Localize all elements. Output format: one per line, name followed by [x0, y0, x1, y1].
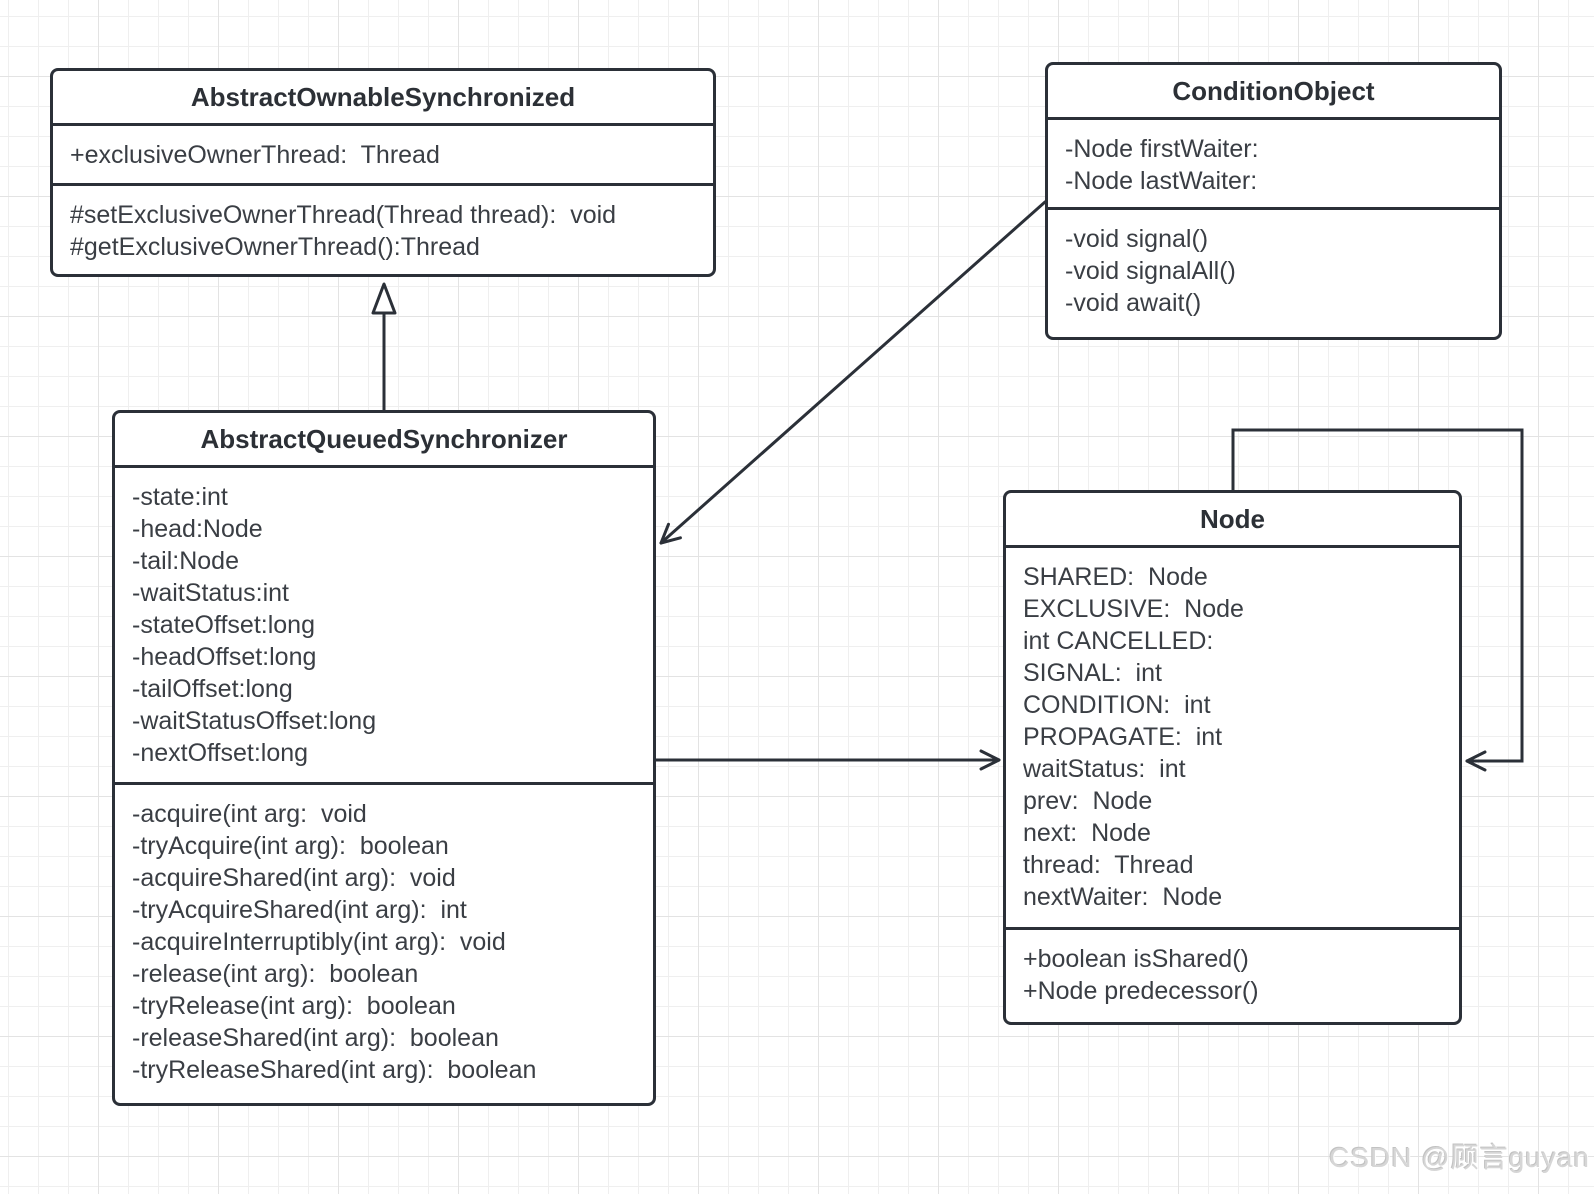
- field-line: waitStatus: int: [1023, 755, 1186, 783]
- field-line: -Node lastWaiter:: [1065, 167, 1258, 195]
- field-line: -head:Node: [132, 515, 263, 543]
- methods-compartment: #setExclusiveOwnerThread(Thread thread):…: [53, 186, 713, 274]
- association-arrow-condition-object-to-aqs: [659, 200, 1047, 545]
- method-line: +Node predecessor(): [1023, 977, 1259, 1005]
- field-line: EXCLUSIVE: Node: [1023, 595, 1244, 623]
- fields-compartment: -Node firstWaiter: -Node lastWaiter:: [1048, 120, 1499, 210]
- field-line: -waitStatusOffset:long: [132, 707, 377, 735]
- class-box-abstract-queued-synchronizer: AbstractQueuedSynchronizer -state:int -h…: [112, 410, 656, 1106]
- class-title: AbstractOwnableSynchronized: [53, 71, 713, 126]
- field-line: SHARED: Node: [1023, 563, 1208, 591]
- fields-compartment: SHARED: Node EXCLUSIVE: Node int CANCELL…: [1006, 548, 1459, 930]
- method-line: -releaseShared(int arg): boolean: [132, 1024, 499, 1052]
- method-line: -tryRelease(int arg): boolean: [132, 992, 456, 1020]
- field-line: -state:int: [132, 483, 228, 511]
- field-line: int CANCELLED:: [1023, 627, 1214, 655]
- field-line: PROPAGATE: int: [1023, 723, 1223, 751]
- method-line: -tryAcquireShared(int arg): int: [132, 896, 467, 924]
- method-line: -acquire(int arg: void: [132, 800, 367, 828]
- method-line: -void signalAll(): [1065, 257, 1236, 285]
- fields-compartment: -state:int -head:Node -tail:Node -waitSt…: [115, 468, 653, 785]
- field-line: -nextOffset:long: [132, 739, 309, 767]
- fields-compartment: +exclusiveOwnerThread: Thread: [53, 126, 713, 186]
- generalization-arrow-aqs-to-abstract-ownable: [371, 282, 397, 411]
- field-line: CONDITION: int: [1023, 691, 1211, 719]
- methods-compartment: +boolean isShared() +Node predecessor(): [1006, 930, 1459, 1022]
- methods-compartment: -acquire(int arg: void -tryAcquire(int a…: [115, 785, 653, 1103]
- method-line: #setExclusiveOwnerThread(Thread thread):…: [70, 201, 617, 229]
- methods-compartment: -void signal() -void signalAll() -void a…: [1048, 210, 1499, 337]
- field-line: -stateOffset:long: [132, 611, 315, 639]
- field-line: SIGNAL: int: [1023, 659, 1162, 687]
- class-box-node: Node SHARED: Node EXCLUSIVE: Node int CA…: [1003, 490, 1462, 1025]
- method-line: -tryReleaseShared(int arg): boolean: [132, 1056, 537, 1084]
- method-line: -tryAcquire(int arg): boolean: [132, 832, 449, 860]
- field-line: thread: Thread: [1023, 851, 1194, 879]
- field-line: -tailOffset:long: [132, 675, 293, 703]
- method-line: #getExclusiveOwnerThread():Thread: [70, 233, 480, 261]
- method-line: -acquireShared(int arg): void: [132, 864, 456, 892]
- field-line: -Node firstWaiter:: [1065, 135, 1259, 163]
- class-title: Node: [1006, 493, 1459, 548]
- field-line: nextWaiter: Node: [1023, 883, 1223, 911]
- method-line: -void signal(): [1065, 225, 1209, 253]
- method-line: -void await(): [1065, 289, 1202, 317]
- field-line: +exclusiveOwnerThread: Thread: [70, 141, 440, 169]
- class-title: ConditionObject: [1048, 65, 1499, 120]
- class-box-abstract-ownable-synchronized: AbstractOwnableSynchronized +exclusiveOw…: [50, 68, 716, 277]
- field-line: -tail:Node: [132, 547, 239, 575]
- class-title: AbstractQueuedSynchronizer: [115, 413, 653, 468]
- method-line: +boolean isShared(): [1023, 945, 1249, 973]
- method-line: -acquireInterruptibly(int arg): void: [132, 928, 506, 956]
- method-line: -release(int arg): boolean: [132, 960, 419, 988]
- field-line: -waitStatus:int: [132, 579, 290, 607]
- field-line: next: Node: [1023, 819, 1151, 847]
- field-line: -headOffset:long: [132, 643, 317, 671]
- watermark-text: CSDN @顾言guyan: [1329, 1142, 1590, 1173]
- field-line: prev: Node: [1023, 787, 1153, 815]
- class-box-condition-object: ConditionObject -Node firstWaiter: -Node…: [1045, 62, 1502, 340]
